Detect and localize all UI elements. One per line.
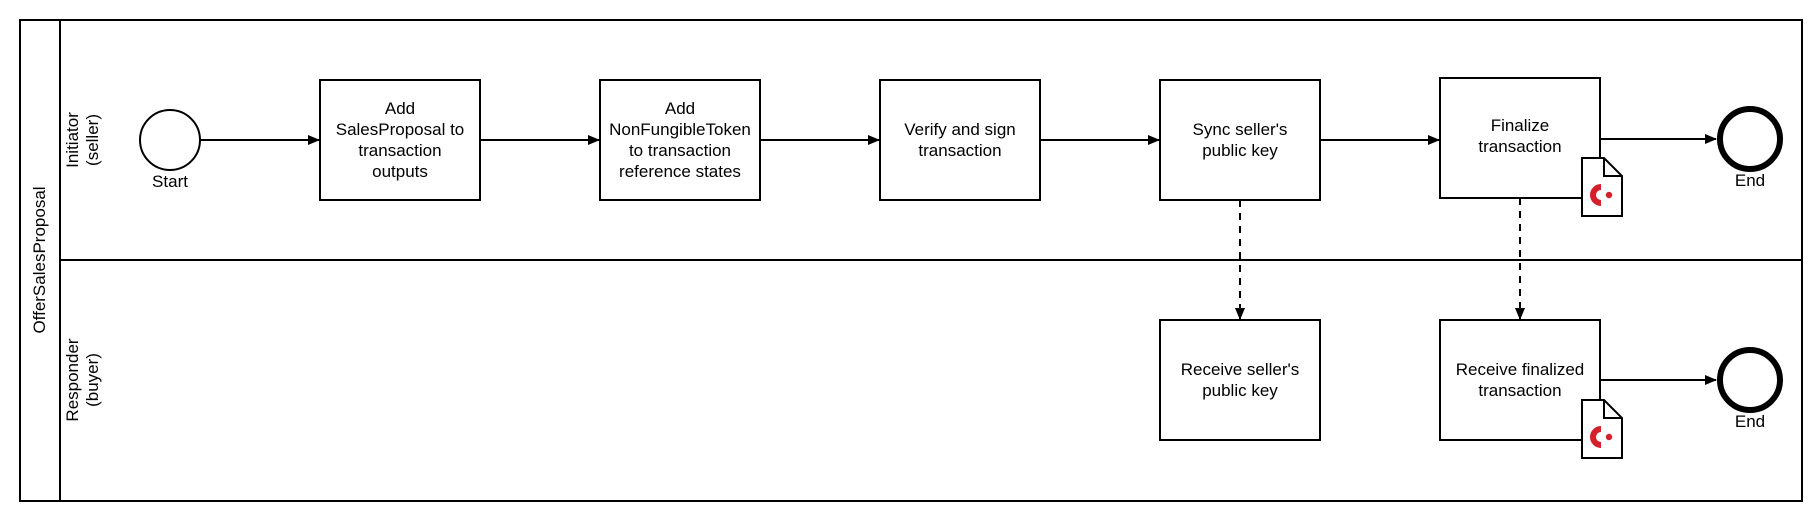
pool-label: OfferSalesProposal <box>30 186 49 333</box>
task-add-sales-proposal[interactable] <box>319 79 481 201</box>
lane-label-responder: Responder(buyer) <box>63 338 102 422</box>
end-event-responder[interactable]: End <box>1717 347 1783 431</box>
end-event-initiator-label: End <box>1735 171 1765 190</box>
corda-document-icon <box>1581 157 1623 217</box>
lane-responder: Responder(buyer) <box>63 338 102 422</box>
lane-initiator: Initiator(seller) <box>60 112 1802 261</box>
task-receive-finalized[interactable] <box>1439 319 1601 441</box>
end-event-responder-label: End <box>1735 412 1765 431</box>
task-add-nft[interactable] <box>599 79 761 201</box>
lane-label-initiator: Initiator(seller) <box>63 112 102 168</box>
task-sync-key[interactable] <box>1159 79 1321 201</box>
task-verify-sign[interactable] <box>879 79 1041 201</box>
start-event-label: Start <box>152 172 188 191</box>
sequence-flows <box>200 134 1717 385</box>
task-finalize[interactable] <box>1439 77 1601 199</box>
corda-document-icon <box>1581 399 1623 459</box>
message-flows <box>1235 198 1525 320</box>
end-event-initiator[interactable]: End <box>1717 106 1783 190</box>
task-receive-key[interactable] <box>1159 319 1321 441</box>
start-event[interactable]: Start <box>139 109 201 191</box>
